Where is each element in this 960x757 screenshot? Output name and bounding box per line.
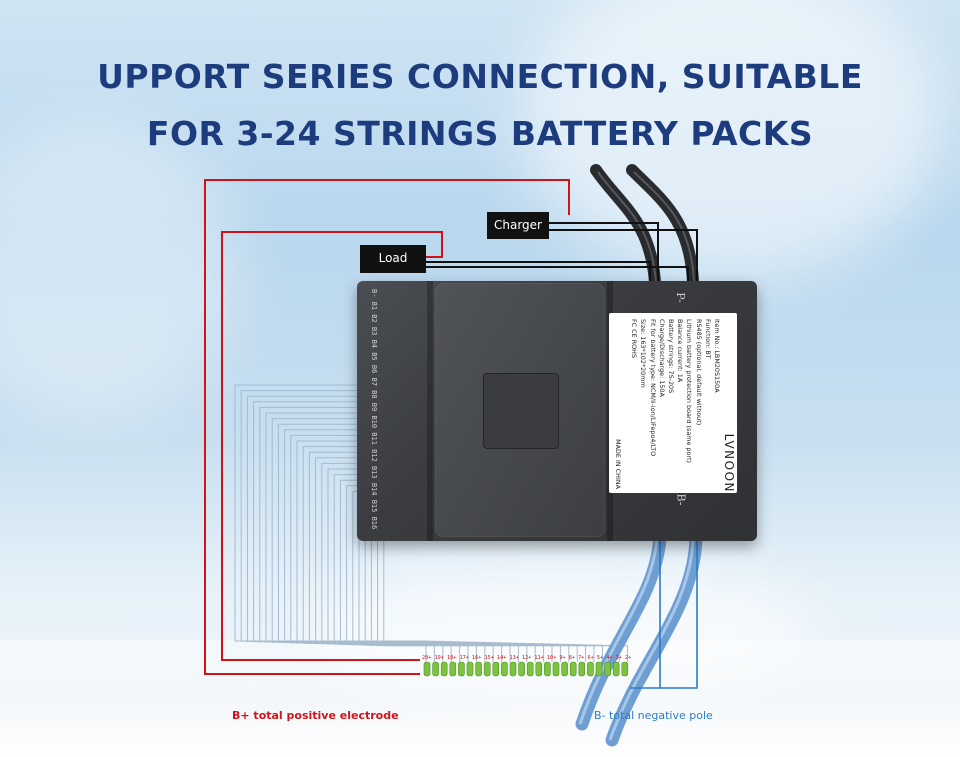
balance-lead bbox=[308, 451, 528, 662]
battery-cell bbox=[449, 661, 457, 677]
battery-cell bbox=[475, 661, 482, 677]
battery-cell bbox=[561, 661, 568, 677]
cell-row bbox=[423, 661, 629, 677]
battery-cell bbox=[569, 661, 577, 677]
positive-caption: B+ total positive electrode bbox=[232, 709, 399, 722]
cell-numbers: 20+ 19+ 18+ 17+ 16+ 15+ 14+ 13+ 12+ 11+ … bbox=[422, 655, 634, 661]
negative-caption: B- total negative pole bbox=[594, 709, 713, 722]
battery-cell bbox=[595, 661, 603, 677]
b-minus-label: B- bbox=[674, 493, 688, 506]
headline-line-1: UPPORT SERIES CONNECTION, SUITABLE bbox=[97, 57, 863, 96]
made-in-label: MADE IN CHINA bbox=[614, 439, 623, 489]
battery-cell bbox=[578, 661, 586, 677]
balance-lead bbox=[352, 490, 587, 662]
battery-cell bbox=[621, 661, 629, 677]
balance-lead bbox=[240, 390, 435, 662]
balance-lead bbox=[234, 384, 427, 662]
spec-line: Charge/Discharge: 150A bbox=[657, 319, 666, 397]
brand-name: LVNOON bbox=[722, 433, 736, 493]
battery-cell bbox=[458, 661, 465, 677]
bms-board: B- B1 B2 B3 B4 B5 B6 B7 B8 B9 B10 B11 B1… bbox=[357, 281, 757, 541]
balance-lead bbox=[284, 429, 494, 662]
battery-cell bbox=[432, 661, 439, 677]
battery-cell bbox=[544, 661, 551, 677]
battery-cell bbox=[492, 661, 500, 677]
spec-line: FC CE ROHS bbox=[630, 319, 639, 359]
balance-lead bbox=[296, 440, 511, 662]
pin-labels: B- B1 B2 B3 B4 B5 B6 B7 B8 B9 B10 B11 B1… bbox=[370, 289, 378, 529]
charger-wire bbox=[549, 222, 659, 292]
balance-lead bbox=[327, 468, 553, 662]
p-minus-label: P- bbox=[673, 292, 687, 303]
battery-cell bbox=[526, 661, 534, 677]
spec-line: RS485 (optional, default without) bbox=[694, 319, 703, 426]
spec-line: Fit for battery type: NCM/li-ion/LiFepo4… bbox=[648, 319, 657, 457]
balance-lead bbox=[290, 434, 503, 662]
spec-line: Size: 163*102*20mm bbox=[639, 319, 648, 388]
battery-cell bbox=[552, 661, 560, 677]
charger-label: Charger bbox=[487, 212, 549, 239]
spec-line: Function: BT bbox=[703, 319, 712, 359]
spec-line: Lithium battery protection board (same p… bbox=[685, 319, 694, 464]
headline-line-2: FOR 3-24 STRINGS BATTERY PACKS bbox=[146, 114, 814, 153]
load-positive-wire bbox=[221, 231, 443, 661]
board-pad bbox=[483, 373, 559, 449]
board-cover bbox=[435, 283, 605, 537]
balance-lead bbox=[259, 406, 461, 662]
load-label: Load bbox=[360, 245, 426, 273]
balance-lead bbox=[315, 457, 536, 662]
battery-cell bbox=[483, 661, 491, 677]
light-glow bbox=[0, 120, 240, 420]
battery-cell bbox=[587, 661, 594, 677]
positive-wire bbox=[204, 179, 570, 675]
headline: UPPORT SERIES CONNECTION, SUITABLE FOR 3… bbox=[0, 48, 960, 162]
light-glow bbox=[300, 560, 820, 700]
battery-cell bbox=[440, 661, 448, 677]
spec-line: Battery strings: 7S-20S bbox=[666, 319, 675, 394]
balance-lead bbox=[271, 418, 477, 662]
battery-cell bbox=[423, 661, 431, 677]
cable-bottom-right bbox=[605, 531, 703, 747]
balance-lead bbox=[253, 401, 452, 662]
battery-cell bbox=[518, 661, 525, 677]
balance-lead bbox=[321, 462, 545, 662]
battery-cell bbox=[509, 661, 517, 677]
balance-lead bbox=[277, 423, 486, 662]
battery-cell bbox=[604, 661, 611, 677]
spec-line: Balance current: 1A bbox=[676, 319, 685, 383]
balance-lead bbox=[265, 412, 469, 662]
balance-lead bbox=[302, 446, 519, 662]
balance-lead bbox=[346, 485, 578, 662]
balance-lead bbox=[333, 474, 561, 662]
battery-cell bbox=[612, 661, 620, 677]
light-glow bbox=[520, 0, 940, 280]
battery-cell bbox=[466, 661, 474, 677]
battery-cell bbox=[535, 661, 543, 677]
spec-line: Item No.: LBM20S150A bbox=[713, 319, 721, 393]
balance-lead bbox=[339, 479, 570, 662]
balance-lead bbox=[246, 395, 444, 662]
battery-cell bbox=[501, 661, 508, 677]
cable-bottom-left bbox=[575, 531, 667, 731]
